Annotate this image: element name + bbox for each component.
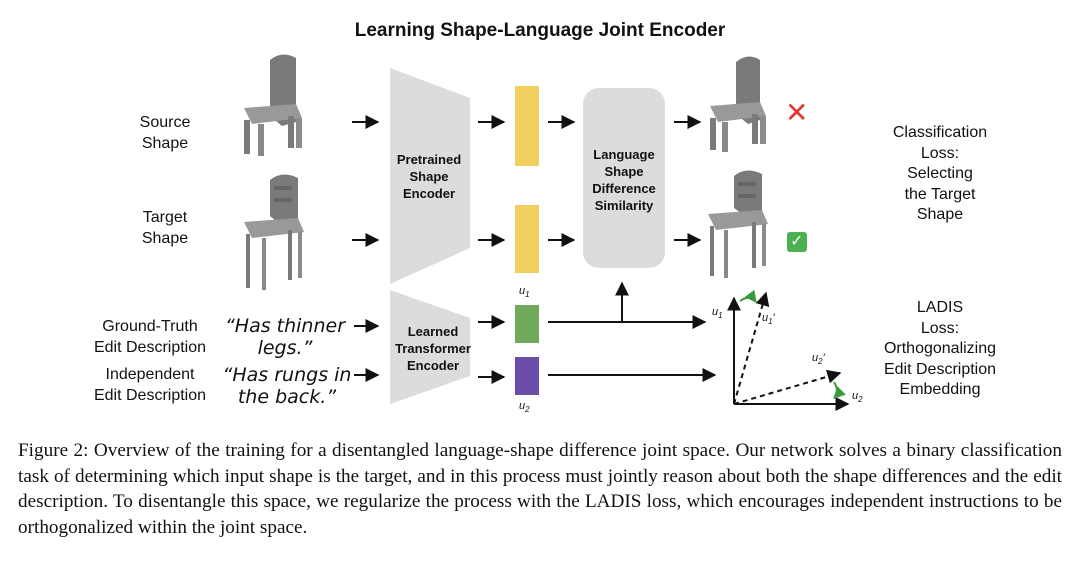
output-target-chair-image — [708, 170, 768, 278]
orthogonality-plot — [727, 289, 850, 411]
plot-u1-prime-label: u1′ — [762, 312, 775, 327]
target-chair-image — [244, 174, 304, 290]
target-shape-embedding — [515, 205, 539, 273]
u2-label: u2 — [519, 400, 530, 415]
source-shape-embedding — [515, 86, 539, 166]
source-chair-image — [244, 54, 302, 156]
figure-caption: Figure 2: Overview of the training for a… — [18, 440, 1062, 538]
pretrained-shape-encoder-block — [390, 68, 470, 284]
pretrained-encoder-label: Pretrained Shape Encoder — [396, 152, 462, 201]
source-shape-label: Source Shape — [139, 114, 191, 152]
figure-title: Learning Shape-Language Joint Encoder — [354, 20, 726, 41]
ground-truth-quote: “Has thinner legs.” — [224, 315, 346, 359]
learned-transformer-encoder-block — [390, 290, 470, 404]
plot-u1-label: u1 — [712, 306, 723, 321]
ground-truth-text-embedding — [515, 305, 539, 343]
independent-quote: “Has rungs in the back.” — [222, 364, 352, 408]
ground-truth-label: Ground-Truth Edit Description — [93, 318, 207, 356]
target-shape-label: Target Shape — [141, 209, 189, 247]
output-source-chair-image — [710, 56, 766, 152]
independent-label: Independent Edit Description — [93, 366, 207, 404]
plot-u2-prime-label: u2′ — [812, 352, 825, 367]
learned-encoder-label: Learned Transformer Encoder — [395, 324, 471, 373]
ladis-loss-label: LADIS Loss: Orthogonalizing Edit Descrip… — [883, 299, 997, 398]
figure-diagram — [244, 54, 850, 411]
independent-text-embedding — [515, 357, 539, 395]
check-mark-bg — [787, 232, 807, 252]
check-icon: ✓ — [790, 233, 804, 250]
flow-arrows — [352, 115, 717, 384]
plot-u2-label: u2 — [852, 390, 863, 405]
similarity-label: Language Shape Difference Similarity — [592, 147, 656, 213]
classification-loss-label: Classification Loss: Selecting the Targe… — [892, 124, 988, 223]
u1-label: u1 — [519, 285, 530, 300]
similarity-block — [583, 88, 665, 268]
cross-icon: ✕ — [785, 97, 809, 128]
